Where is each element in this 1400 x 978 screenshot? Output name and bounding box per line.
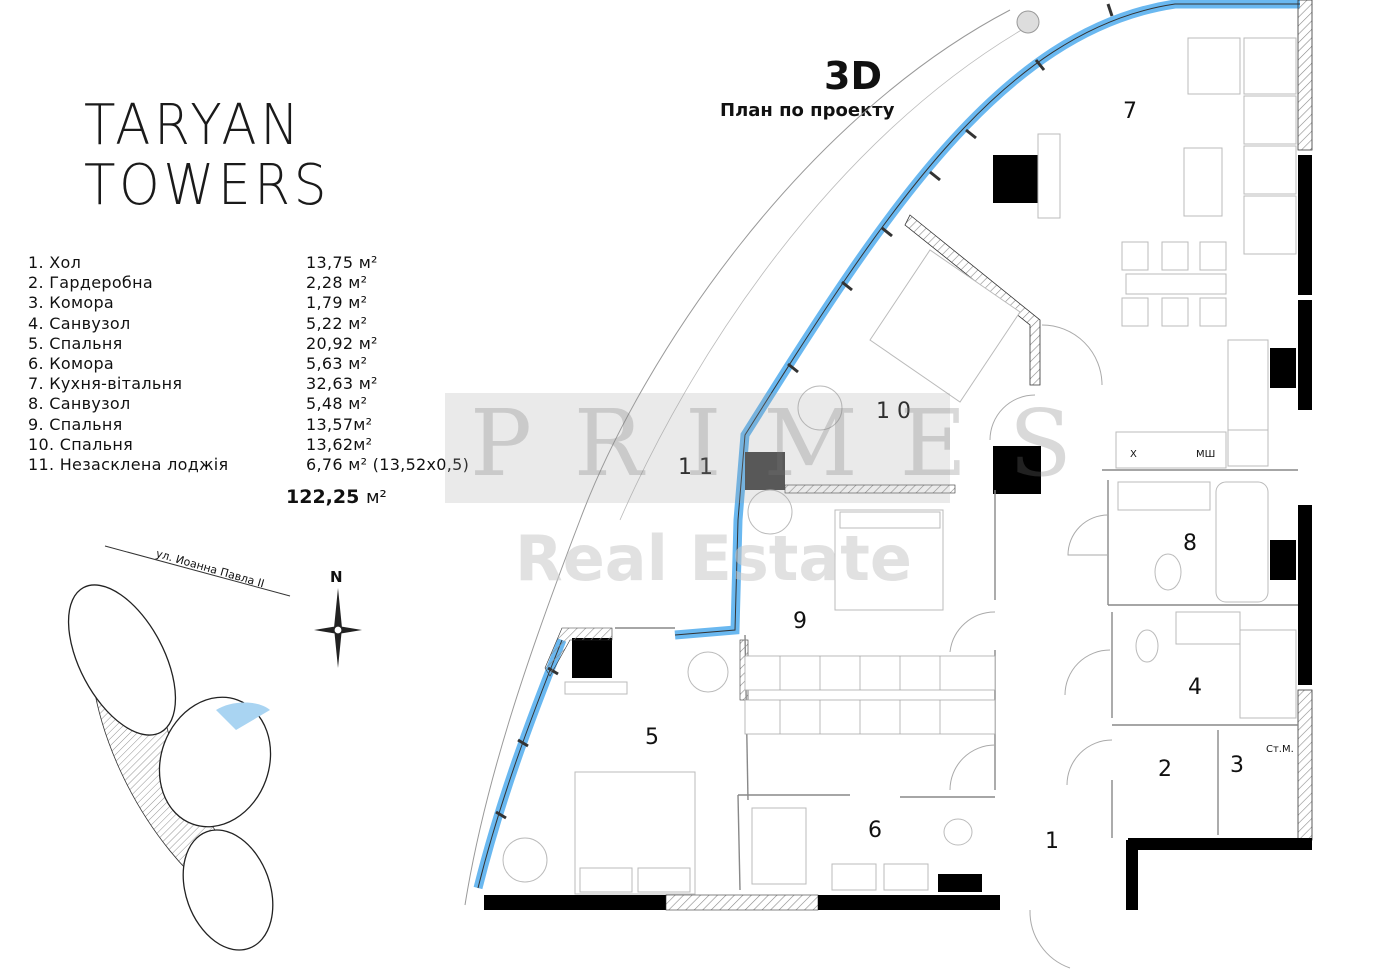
room-area: 1,79 м² <box>306 293 368 313</box>
room-number-4: 4 <box>1188 675 1202 700</box>
room-area: 20,92 м² <box>306 333 378 353</box>
room-label: 9. Спальня <box>28 414 123 434</box>
room-label: 7. Кухня-вітальня <box>28 374 183 394</box>
site-plan <box>67 545 291 951</box>
brand-logo-line1: TARYAN <box>84 93 303 158</box>
room-row: 6. Комора 5,63 м² <box>28 353 367 374</box>
storage-6-fixtures <box>751 807 982 892</box>
room-label: 3. Комора <box>28 293 115 313</box>
room-number-9: 9 <box>793 609 807 634</box>
plan-title: 3D <box>824 54 882 98</box>
total-value: 122,25 <box>286 486 360 508</box>
total-area: 122,25 м² <box>286 486 387 508</box>
bedroom-10-furniture <box>797 249 1021 431</box>
column-solid <box>745 452 785 490</box>
column-solid <box>993 446 1041 494</box>
total-unit: м² <box>365 487 387 508</box>
wall-bottom-right <box>1128 838 1312 850</box>
bedroom-5-furniture <box>502 651 729 895</box>
room-area: 13,75 м² <box>306 253 378 272</box>
watermark-band <box>445 393 950 503</box>
room-area: 2,28 м² <box>306 273 368 293</box>
room-area: 5,63 м² <box>306 353 368 373</box>
street-line <box>104 545 291 597</box>
room-row: 11. Незасклена лоджія 6,76 м² (13,52х0,5) <box>28 454 469 475</box>
room-row: 4. Санвузол 5,22 м² <box>28 313 367 334</box>
fixture-label-st: Ст.М. <box>1266 744 1294 755</box>
wall-right-hatched <box>1297 0 1313 151</box>
room-number-3: 3 <box>1230 753 1244 778</box>
column-icon <box>1016 10 1040 34</box>
column-solid <box>993 155 1041 203</box>
tower-2-outline <box>158 696 272 828</box>
room-area: 13,62м² <box>306 434 373 454</box>
room-area: 6,76 м² (13,52х0,5) <box>306 454 470 474</box>
room-row: 9. Спальня 13,57м² <box>28 414 372 435</box>
north-label: N <box>330 568 343 586</box>
room-label: 5. Спальня <box>28 333 123 353</box>
room-list: 1. Хол 13,75 м² 2. Гардеробна 2,28 м² 3. К… <box>28 253 469 475</box>
room-row: 3. Комора 1,79 м² <box>28 293 367 313</box>
room-number-6: 6 <box>868 818 882 843</box>
tower-1-outline <box>67 584 177 736</box>
room-row: 5. Спальня 20,92 м² <box>28 333 377 354</box>
loggia-inner-edge <box>619 24 1031 521</box>
loggia-outer-edge <box>464 9 1011 906</box>
room-number-10: 1 0 <box>876 399 911 424</box>
watermark-line2: Real Estate <box>515 522 912 595</box>
room-row: 1. Хол 13,75 м² <box>28 253 377 273</box>
room-label: 11. Незасклена лоджія <box>28 454 229 474</box>
room-number-11: 1 1 <box>678 455 713 480</box>
brand-logo-line2: TOWERS <box>84 153 331 218</box>
fixture-label-x: Х <box>1130 449 1137 460</box>
room-number-5: 5 <box>645 725 659 750</box>
watermark-line1: PRIMES <box>470 390 1114 497</box>
room-number-2: 2 <box>1158 757 1172 782</box>
fixture-label-mv: МШ <box>1196 449 1215 460</box>
wardrobe <box>744 655 996 735</box>
plan-subtitle: План по проекту <box>720 100 895 121</box>
room-row: 10. Спальня 13,62м² <box>28 434 372 455</box>
glazing-mullions <box>495 3 1114 820</box>
wall-right-solid <box>1298 155 1312 295</box>
room-area: 5,48 м² <box>306 394 368 414</box>
room-label: 10. Спальня <box>28 434 134 454</box>
room-label: 8. Санвузол <box>28 394 131 414</box>
wall-interior <box>904 214 1041 386</box>
room-row: 8. Санвузол 5,48 м² <box>28 394 367 414</box>
room-row: 7. Кухня-вітальня 32,63 м² <box>28 374 377 394</box>
room-number-7: 7 <box>1123 99 1137 124</box>
room-label: 4. Санвузол <box>28 313 131 333</box>
north-arrow-icon <box>314 588 362 668</box>
apartment-highlight <box>216 702 270 730</box>
room-label: 2. Гардеробна <box>28 273 153 293</box>
room-label: 1. Хол <box>28 253 82 272</box>
bedroom-9-furniture <box>747 489 944 611</box>
room-number-8: 8 <box>1183 531 1197 556</box>
column-solid <box>572 638 612 678</box>
bathroom-8-fixtures <box>1117 348 1296 603</box>
room-row: 2. Гардеробна 2,28 м² <box>28 273 367 293</box>
room-number-1: 1 <box>1045 829 1059 854</box>
door-swings <box>949 324 1113 969</box>
wall-bottom <box>484 895 666 910</box>
room-area: 13,57м² <box>306 414 373 434</box>
room-label: 6. Комора <box>28 353 115 373</box>
room-area: 32,63 м² <box>306 374 378 394</box>
tower-3-outline <box>182 829 274 951</box>
kitchen-furniture <box>1037 37 1297 469</box>
bathroom-4-fixtures <box>1135 611 1297 719</box>
room-area: 5,22 м² <box>306 313 368 333</box>
